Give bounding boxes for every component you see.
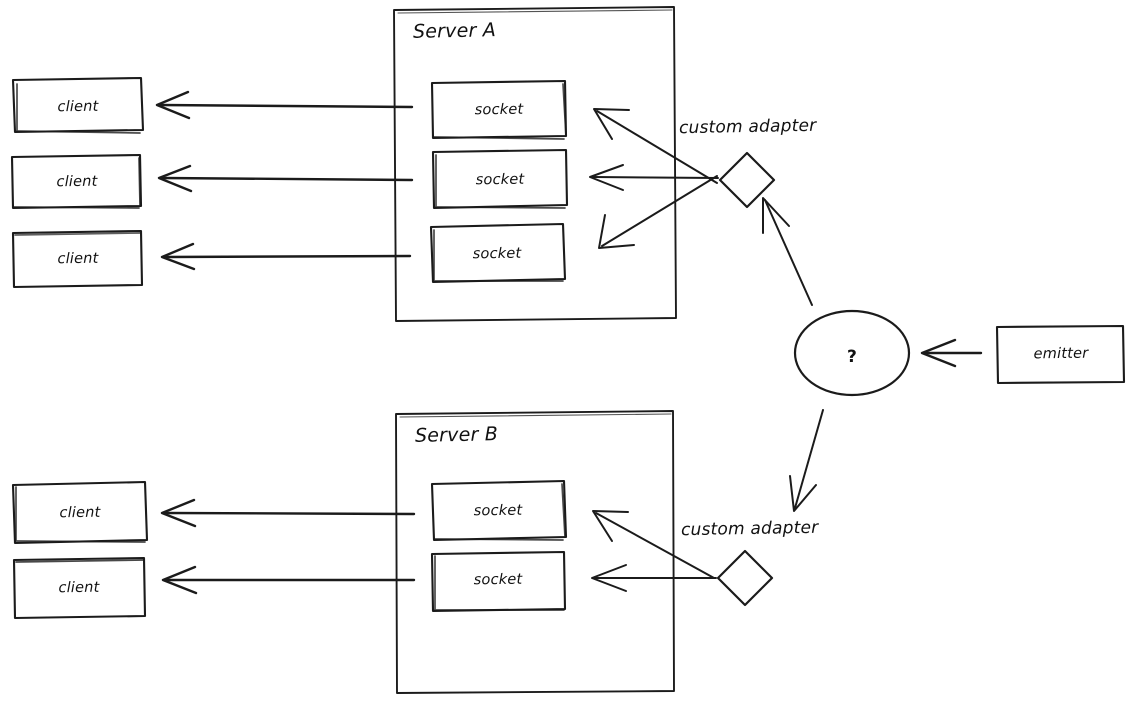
socket-label-a2: socket <box>475 171 525 189</box>
emitter-label: emitter <box>1033 345 1089 363</box>
socket-label-b1: socket <box>473 502 523 520</box>
arrow-socket-a3-to-client-a3 <box>160 242 412 271</box>
socket-label-a1: socket <box>474 101 524 119</box>
adapter-diamond-bottom-shape <box>716 549 774 607</box>
client-label-b1: client <box>59 504 101 522</box>
client-box-b2-shape <box>12 556 147 620</box>
arrow-adapter-top-to-socket-a2 <box>589 164 719 191</box>
server-b-container-shape <box>395 410 675 694</box>
arrow-socket-b1-to-client-b1 <box>160 498 416 528</box>
arrow-socket-a2-to-client-a2 <box>157 164 414 193</box>
socket-label-b2: socket <box>473 571 523 589</box>
adapter-top-label: custom adapter <box>678 115 817 139</box>
adapter-diamond-top-shape <box>718 151 776 209</box>
arrow-adapter-bottom-to-socket-b1 <box>592 510 715 579</box>
server-a-title: Server A <box>412 19 497 43</box>
adapter-bottom-label: custom adapter <box>680 517 819 541</box>
broker-circle-shape <box>793 309 911 397</box>
socket-box-b2-shape <box>430 550 567 613</box>
client-box-b1-shape <box>11 480 149 545</box>
client-label-a2: client <box>56 173 98 191</box>
socket-box-b1-shape <box>430 479 568 542</box>
arrow-socket-b2-to-client-b2 <box>161 565 416 595</box>
client-label-b2: client <box>58 579 100 597</box>
client-label-a3: client <box>57 250 99 268</box>
arrow-emitter-to-broker <box>920 338 983 368</box>
arrow-adapter-top-to-socket-a3 <box>598 175 718 249</box>
socket-box-a3-shape <box>429 222 567 284</box>
socket-box-a1-shape <box>430 79 568 140</box>
arrow-adapter-bottom-to-socket-b2 <box>591 564 717 592</box>
client-box-a1-shape <box>11 76 145 134</box>
client-label-a1: client <box>57 98 99 116</box>
arrow-socket-a1-to-client-a1 <box>155 90 414 120</box>
emitter-box-shape <box>995 324 1126 385</box>
server-b-title: Server B <box>414 423 499 447</box>
client-box-a2-shape <box>10 153 143 210</box>
client-box-a3-shape <box>11 229 144 289</box>
broker-label: ? <box>846 347 858 367</box>
arrow-broker-to-adapter-bottom <box>789 409 824 512</box>
socket-label-a3: socket <box>472 245 522 263</box>
socket-box-a2-shape <box>431 148 569 210</box>
server-a-container-shape <box>393 6 677 322</box>
arrow-adapter-top-to-socket-a1 <box>593 108 718 184</box>
arrow-broker-to-adapter-top <box>762 197 813 306</box>
